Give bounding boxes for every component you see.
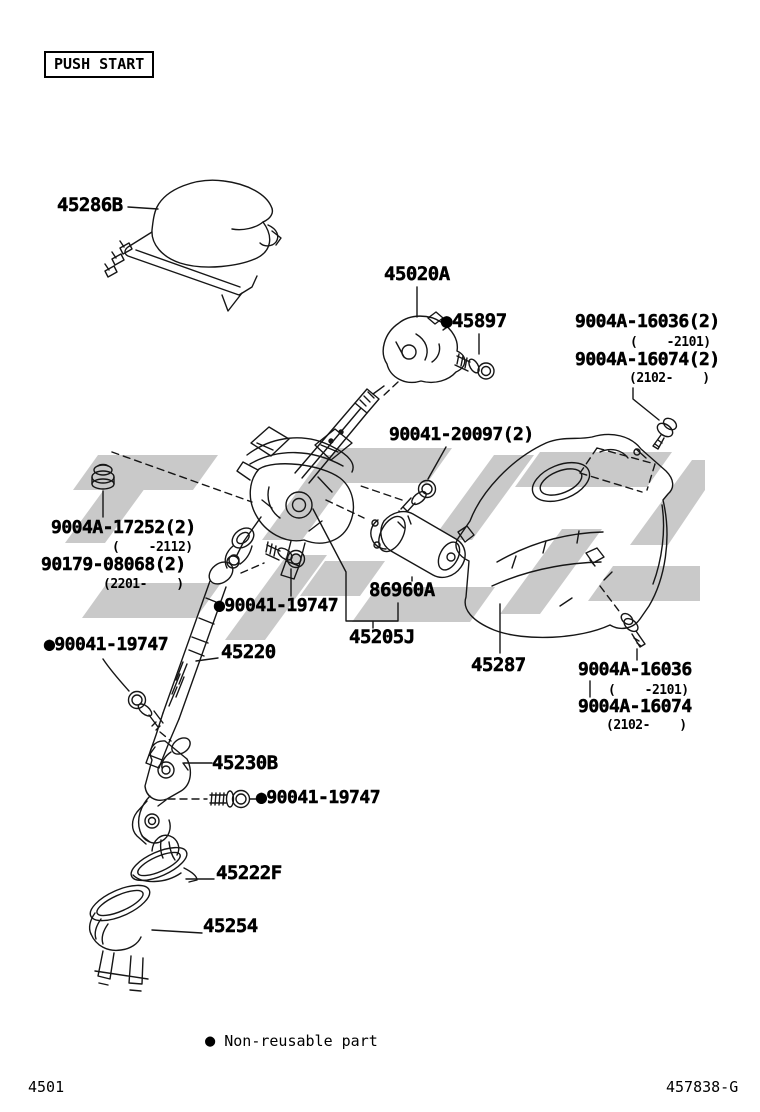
part-number-90179-08068: 90179-08068(2) bbox=[41, 554, 187, 575]
part-number-9004A-16074-lower: 9004A-16074 bbox=[578, 696, 693, 717]
push-start-note: PUSH START bbox=[44, 51, 155, 78]
bolt-19747-lower-drawing bbox=[209, 789, 251, 809]
part-number-45222F: 45222F bbox=[216, 862, 283, 884]
boot-45254-drawing bbox=[88, 884, 151, 992]
leader-19747-left bbox=[102, 658, 130, 692]
upper-column-cover-drawing bbox=[104, 179, 282, 312]
part-number-45020A: 45020A bbox=[384, 263, 451, 285]
steering-column-assembly-drawing bbox=[228, 385, 385, 580]
part-number-90041-20097: 90041-20097(2) bbox=[389, 424, 535, 445]
part-number-45254: 45254 bbox=[203, 915, 259, 937]
bolt-19747-left-drawing bbox=[127, 690, 164, 731]
date-range-17252: ( -2112) bbox=[112, 540, 193, 555]
part-number-45230B: 45230B bbox=[212, 752, 279, 774]
lower-uj-45230B-drawing bbox=[131, 737, 192, 845]
part-number-90041-19747-mid: ●90041-19747 bbox=[214, 595, 339, 616]
bolt-45897-drawing bbox=[454, 353, 495, 380]
non-reusable-bullet-icon: ● bbox=[205, 1031, 216, 1051]
intermediate-shaft-drawing bbox=[145, 527, 255, 769]
bolt-19747-mid-drawing bbox=[265, 541, 306, 569]
leader-45254 bbox=[151, 929, 203, 934]
bracket-45205J bbox=[312, 508, 399, 629]
part-number-90041-19747-left: ●90041-19747 bbox=[44, 634, 169, 655]
part-number-9004A-17252: 9004A-17252(2) bbox=[51, 517, 197, 538]
part-number-45220: 45220 bbox=[221, 641, 277, 663]
legend-text: Non-reusable part bbox=[224, 1032, 378, 1050]
part-number-45287: 45287 bbox=[471, 654, 527, 676]
date-range-16036-upper: ( -2101) bbox=[630, 335, 711, 350]
leader-45220 bbox=[195, 657, 219, 662]
part-number-9004A-16036-lower: 9004A-16036 bbox=[578, 659, 693, 680]
watermark bbox=[65, 448, 705, 640]
part-number-45897: ●45897 bbox=[441, 310, 508, 332]
legend-non-reusable: ● Non-reusable part bbox=[205, 1031, 378, 1051]
leader-45286B bbox=[127, 206, 159, 210]
leader-20097 bbox=[427, 446, 447, 480]
figure-number: 4501 bbox=[28, 1078, 65, 1096]
part-number-90041-19747-lower: ●90041-19747 bbox=[256, 787, 381, 808]
date-range-16074-upper: (2102- ) bbox=[629, 371, 710, 386]
screw-upper-right-drawing bbox=[652, 417, 678, 450]
part-number-45286B: 45286B bbox=[57, 194, 124, 216]
bolt-20097-drawing bbox=[398, 479, 437, 517]
date-range-16036-lower: ( -2101) bbox=[608, 683, 689, 698]
part-number-9004A-16036-2: 9004A-16036(2) bbox=[575, 311, 721, 332]
boot-45222F-drawing bbox=[130, 834, 198, 883]
part-number-45205J: 45205J bbox=[349, 626, 416, 648]
drawing-code: 457838-G bbox=[666, 1078, 739, 1096]
part-number-86960A: 86960A bbox=[369, 579, 436, 601]
screw-lower-right-drawing bbox=[620, 612, 646, 648]
part-number-9004A-16074-2: 9004A-16074(2) bbox=[575, 349, 721, 370]
date-range-08068: (2201- ) bbox=[103, 577, 184, 592]
nut-17252-drawing bbox=[91, 463, 115, 490]
lower-column-cover-drawing bbox=[455, 433, 674, 639]
leader-16036-upper bbox=[632, 387, 660, 421]
date-range-16074-lower: (2102- ) bbox=[606, 718, 687, 733]
lock-housing-drawing bbox=[382, 311, 466, 384]
